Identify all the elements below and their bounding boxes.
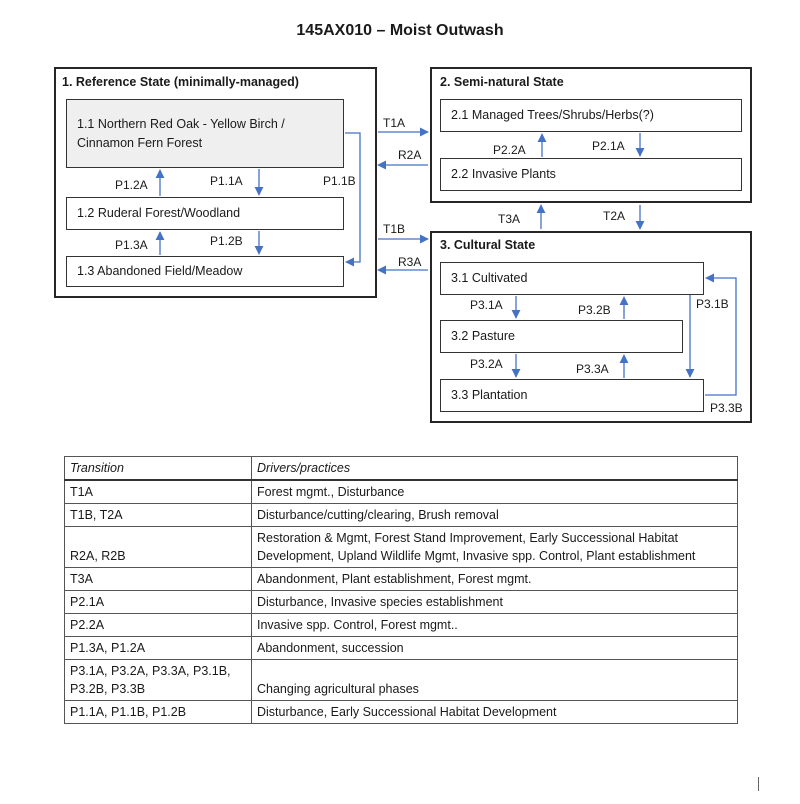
label-p2-1a: P2.1A (592, 139, 625, 153)
label-p3-2a: P3.2A (470, 357, 503, 371)
label-p1-1b: P1.1B (323, 174, 356, 188)
label-t2a: T2A (603, 209, 626, 223)
table-cell: T3A (64, 567, 252, 591)
phase-3-2-box: 3.2 Pasture (440, 320, 683, 353)
table-cell: Invasive spp. Control, Forest mgmt.. (251, 613, 738, 637)
label-p1-3a: P1.3A (115, 238, 148, 252)
table-cell: Forest mgmt., Disturbance (251, 479, 738, 504)
label-p3-3a: P3.3A (576, 362, 609, 376)
label-t3a: T3A (498, 212, 521, 226)
table-row: P3.1A, P3.2A, P3.3A, P3.1B, P3.2B, P3.3B… (64, 659, 738, 701)
table-cell: Abandonment, Plant establishment, Forest… (251, 567, 738, 591)
reference-state-title: 1. Reference State (minimally-managed) (62, 75, 299, 89)
label-p3-2b: P3.2B (578, 303, 611, 317)
table-cell: P1.3A, P1.2A (64, 636, 252, 660)
table-cell: Disturbance, Invasive species establishm… (251, 590, 738, 614)
table-cell: R2A, R2B (64, 526, 252, 568)
arrow-p1-1b (345, 132, 361, 267)
phase-1-2-box: 1.2 Ruderal Forest/Woodland (66, 197, 344, 230)
table-cell: T1A (64, 479, 252, 504)
table-cell: Abandonment, succession (251, 636, 738, 660)
table-cell: Restoration & Mgmt, Forest Stand Improve… (251, 526, 738, 568)
table-cell: P2.1A (64, 590, 252, 614)
header-transition: Transition (64, 456, 252, 481)
table-cell: Disturbance/cutting/clearing, Brush remo… (251, 503, 738, 527)
label-p3-1a: P3.1A (470, 298, 503, 312)
label-r3a: R3A (398, 255, 422, 269)
label-p3-3b: P3.3B (710, 401, 743, 415)
page-title: 145AX010 – Moist Outwash (296, 22, 504, 39)
label-p1-2b: P1.2B (210, 234, 243, 248)
header-drivers: Drivers/practices (251, 456, 738, 481)
table-cell: Changing agricultural phases (251, 659, 738, 701)
label-p3-1b: P3.1B (696, 297, 729, 311)
phase-1-1-box: 1.1 Northern Red Oak - Yellow Birch / Ci… (66, 99, 344, 168)
table-header-row: Transition Drivers/practices (64, 456, 738, 481)
label-r2a: R2A (398, 148, 422, 162)
table-cell: T1B, T2A (64, 503, 252, 527)
phase-3-3-box: 3.3 Plantation (440, 379, 704, 412)
phase-3-1-box: 3.1 Cultivated (440, 262, 704, 295)
table-cell: P1.1A, P1.1B, P1.2B (64, 700, 252, 724)
table-cell: P3.1A, P3.2A, P3.3A, P3.1B, P3.2B, P3.3B (64, 659, 252, 701)
cultural-state-title: 3. Cultural State (440, 238, 536, 252)
phase-2-1-box: 2.1 Managed Trees/Shrubs/Herbs(?) (440, 99, 742, 132)
label-t1a: T1A (383, 116, 406, 130)
table-cell: P2.2A (64, 613, 252, 637)
seminatural-state-title: 2. Semi-natural State (440, 75, 564, 89)
table-cell: Disturbance, Early Successional Habitat … (251, 700, 738, 724)
label-p2-2a: P2.2A (493, 143, 526, 157)
label-t1b: T1B (383, 222, 406, 236)
arrow-p3-3b (705, 273, 737, 396)
phase-2-2-box: 2.2 Invasive Plants (440, 158, 742, 191)
phase-1-3-box: 1.3 Abandoned Field/Meadow (66, 256, 344, 287)
label-p1-1a: P1.1A (210, 174, 243, 188)
text-cursor (758, 777, 759, 791)
label-p1-2a: P1.2A (115, 178, 148, 192)
